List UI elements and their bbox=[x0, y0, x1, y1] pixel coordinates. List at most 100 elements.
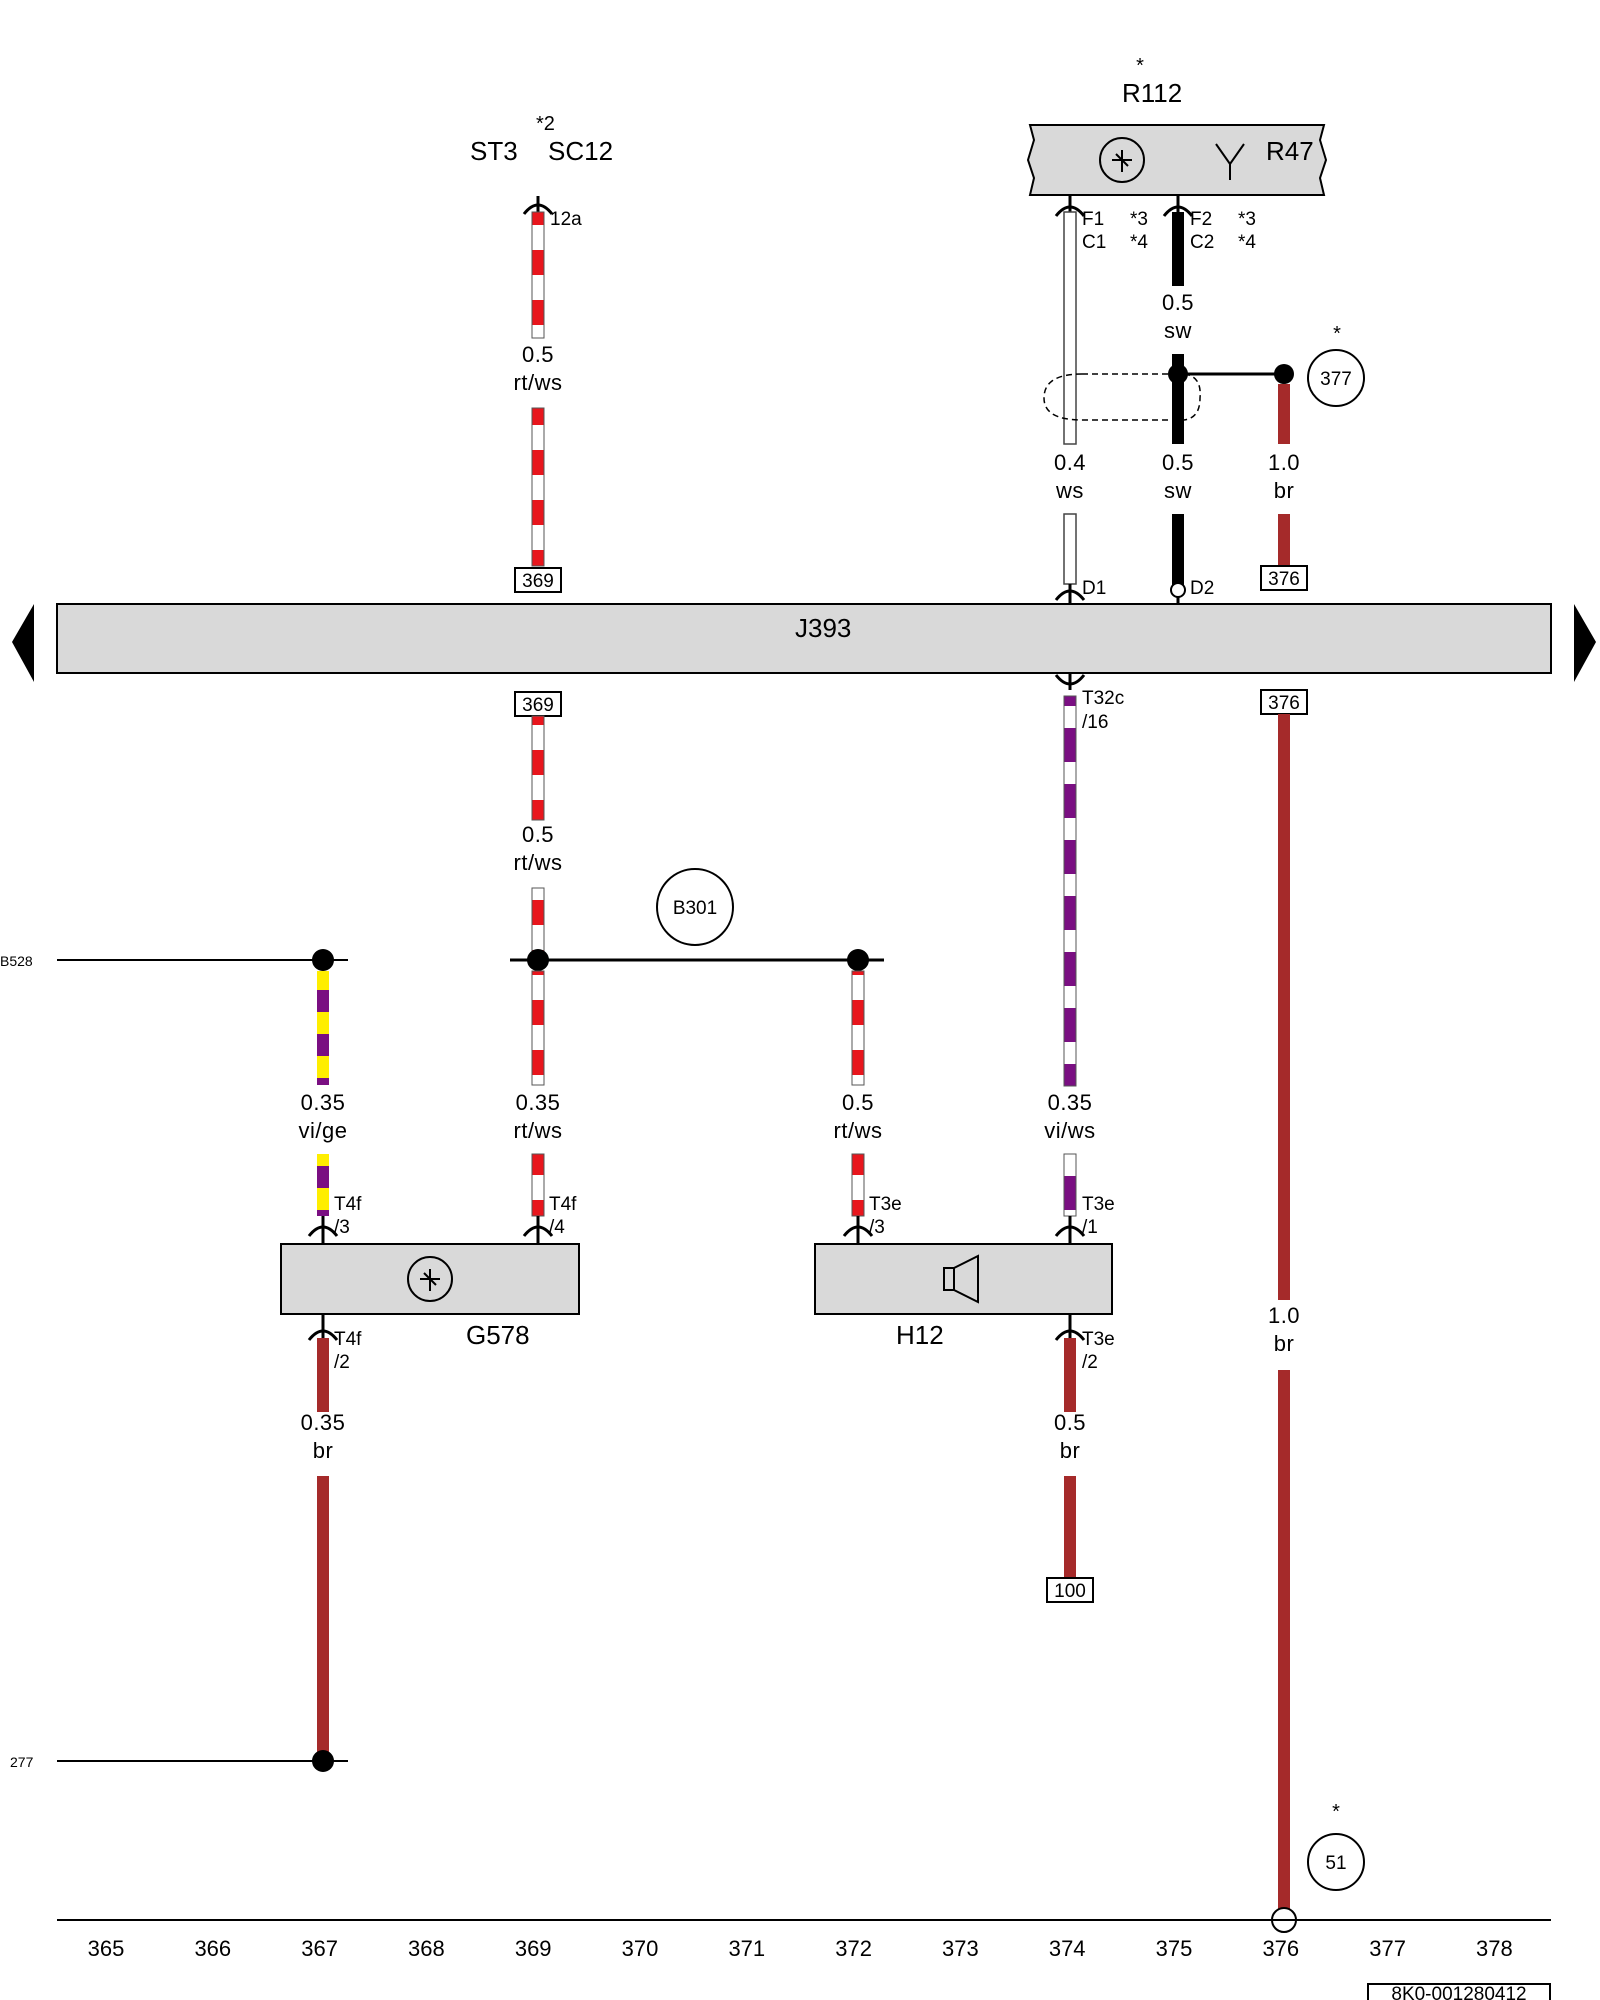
circle-377-star: * bbox=[1333, 323, 1341, 345]
grid-number: 375 bbox=[1156, 1936, 1193, 1961]
pin-t3e-b: T3e bbox=[1082, 1194, 1115, 1215]
wire-w2-color: sw bbox=[1164, 318, 1192, 343]
wire-w6-size: 0.5 bbox=[522, 822, 554, 847]
wire-w1-color: rt/ws bbox=[514, 370, 563, 395]
pin-t32c: T32c bbox=[1082, 688, 1124, 709]
h12-label: H12 bbox=[896, 1320, 944, 1350]
shield-symbol bbox=[1043, 373, 1083, 421]
sc12-label: SC12 bbox=[548, 136, 613, 166]
wire-w1-size: 0.5 bbox=[522, 342, 554, 367]
wire-w13-upper[interactable] bbox=[1064, 1338, 1076, 1412]
grid-number: 367 bbox=[301, 1936, 338, 1961]
wire-369-drop-group: 0.35 rt/ws bbox=[514, 970, 562, 1217]
b528-group: B528 bbox=[0, 949, 348, 971]
right-arrow-icon[interactable] bbox=[1574, 604, 1596, 682]
r112-label: R112 bbox=[1122, 78, 1182, 108]
r112-star: * bbox=[1136, 55, 1144, 77]
wire-w8-size: 0.35 bbox=[516, 1090, 561, 1115]
pin-d2: D2 bbox=[1190, 578, 1214, 599]
wire-w9-size: 0.5 bbox=[842, 1090, 874, 1115]
junction-br bbox=[1274, 364, 1294, 384]
wire-w3-color: ws bbox=[1055, 478, 1084, 503]
pin-d1: D1 bbox=[1082, 578, 1106, 599]
ref-369-bot: 369 bbox=[522, 695, 554, 716]
r112-r47-group: * R112 R47 F1 C1 *3 *4 F2 C2 *3 *4 0.4 w… bbox=[1026, 55, 1365, 604]
ref-100: 100 bbox=[1054, 1581, 1086, 1602]
r112-r47-component[interactable] bbox=[1026, 124, 1328, 196]
note-star3a: *3 bbox=[1130, 209, 1148, 230]
grid-number: 371 bbox=[728, 1936, 765, 1961]
antenna-icon bbox=[1215, 143, 1245, 180]
wire-w4-lower[interactable] bbox=[1172, 514, 1184, 586]
ref-box-369-top[interactable] bbox=[514, 567, 562, 593]
grid-number: 370 bbox=[622, 1936, 659, 1961]
wire-w9-lower[interactable] bbox=[851, 1153, 865, 1217]
wire-w4-color: sw bbox=[1164, 478, 1192, 503]
wire-w8-lower[interactable] bbox=[531, 1153, 545, 1217]
wire-w2-upper[interactable] bbox=[1172, 212, 1184, 286]
sensor-icon bbox=[407, 1256, 453, 1302]
wire-w10-upper[interactable] bbox=[1063, 695, 1077, 1087]
wire-w1-upper[interactable] bbox=[531, 211, 545, 339]
pin-t32c-n: /16 bbox=[1082, 712, 1108, 733]
circle-b301-label: B301 bbox=[673, 898, 717, 919]
ref-box-376-top[interactable] bbox=[1260, 565, 1308, 591]
wire-374-group: T32c /16 0.35 vi/ws bbox=[1044, 673, 1124, 1217]
r47-label: R47 bbox=[1266, 136, 1314, 166]
circle-51[interactable] bbox=[1307, 1833, 1365, 1891]
pin-t4f-a: T4f bbox=[334, 1194, 362, 1215]
wire-w12-size: 0.35 bbox=[301, 1410, 346, 1435]
wire-w5-color: br bbox=[1274, 478, 1295, 503]
wire-w10-lower[interactable] bbox=[1063, 1153, 1077, 1217]
wire-w7-lower[interactable] bbox=[317, 1154, 329, 1216]
wire-w12-lower[interactable] bbox=[317, 1476, 329, 1760]
grid-number: 368 bbox=[408, 1936, 445, 1961]
wire-376-group: 376 1.0 br 51 * bbox=[1260, 689, 1365, 1933]
wire-w11-upper[interactable] bbox=[1278, 714, 1290, 1300]
ref-box-369-bot[interactable] bbox=[514, 691, 562, 717]
h12-component[interactable] bbox=[814, 1243, 1113, 1315]
wire-w3-lower[interactable] bbox=[1063, 513, 1077, 585]
sensor-icon bbox=[1099, 137, 1145, 183]
wire-w2-size: 0.5 bbox=[1162, 290, 1194, 315]
pin-t4f-c-n: /2 bbox=[334, 1352, 350, 1373]
st3-sc12-group: ST3 *2 SC12 12a 0.5 rt/ws 369 bbox=[470, 113, 613, 593]
doc-id: 8K0-001280412 bbox=[1391, 1984, 1526, 2000]
ref-box-100[interactable] bbox=[1046, 1577, 1094, 1603]
wire-w1-lower[interactable] bbox=[531, 407, 545, 567]
left-arrow-icon[interactable] bbox=[12, 604, 34, 682]
wire-w11-lower[interactable] bbox=[1278, 1370, 1290, 1916]
circle-377-label: 377 bbox=[1320, 369, 1352, 390]
grid-number: 378 bbox=[1476, 1936, 1513, 1961]
sc12-footnote: *2 bbox=[536, 113, 555, 135]
circle-51-label: 51 bbox=[1325, 1853, 1346, 1874]
wire-w8-upper[interactable] bbox=[531, 970, 545, 1086]
wire-w13-size: 0.5 bbox=[1054, 1410, 1086, 1435]
circle-51-star: * bbox=[1332, 1801, 1340, 1823]
wire-w9-upper[interactable] bbox=[851, 970, 865, 1086]
wire-w13-lower[interactable] bbox=[1064, 1476, 1076, 1578]
pin-t3e-c-n: /2 bbox=[1082, 1352, 1098, 1373]
ref-376-bot: 376 bbox=[1268, 693, 1300, 714]
wire-w12-upper[interactable] bbox=[317, 1338, 329, 1412]
wire-w7-upper[interactable] bbox=[317, 971, 329, 1085]
left-ref-b528: B528 bbox=[0, 953, 33, 969]
circle-377[interactable] bbox=[1307, 349, 1365, 407]
pin-t3e-a-n: /3 bbox=[869, 1217, 885, 1238]
pin-t3e-c: T3e bbox=[1082, 1329, 1115, 1350]
wire-w3-upper[interactable] bbox=[1063, 211, 1077, 445]
wire-vige-group: 0.35 vi/ge bbox=[299, 971, 347, 1216]
pin-t3e-b-n: /1 bbox=[1082, 1217, 1098, 1238]
circle-b301[interactable] bbox=[656, 868, 734, 946]
wire-w6-upper[interactable] bbox=[531, 715, 545, 821]
wire-w13-color: br bbox=[1060, 1438, 1081, 1463]
wire-w5-lower[interactable] bbox=[1278, 514, 1290, 566]
left-ref-277: 277 bbox=[10, 1754, 34, 1770]
wire-w5-upper[interactable] bbox=[1278, 384, 1290, 444]
pin-t4f-b-n: /4 bbox=[549, 1217, 565, 1238]
ref-box-376-bot[interactable] bbox=[1260, 689, 1308, 715]
grid-number: 374 bbox=[1049, 1936, 1086, 1961]
